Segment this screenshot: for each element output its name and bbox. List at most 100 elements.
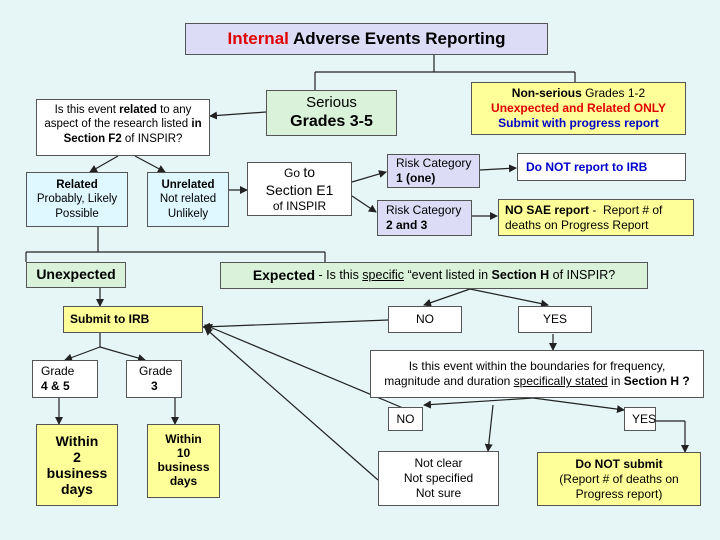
within10-line4: days [169, 473, 198, 488]
arrow [134, 155, 166, 173]
goto-to: to [303, 164, 316, 180]
goto-inspir: of INSPIR [272, 199, 327, 213]
risk2-value: 2 and 3 [386, 218, 428, 232]
risk1-value: 1 (one) [396, 171, 436, 185]
do-not-report-box: Do NOT report to IRB [517, 153, 686, 181]
related-question-box: Is this event related to any aspect of t… [36, 99, 210, 156]
boundaries-line1: Is this event within the boundaries for … [408, 359, 666, 373]
boundaries-question-box: Is this event within the boundaries for … [370, 350, 704, 398]
within-10-days-box: Within 10 business days [147, 424, 220, 498]
goto-pre: Go [283, 166, 304, 180]
risk1-label: Risk Category [396, 156, 472, 170]
unrelated-box: Unrelated Not related Unlikely [147, 172, 229, 227]
rq-post: of INSPIR? [121, 132, 183, 145]
submit-to-irb-label: Submit to IRB [70, 312, 150, 326]
unrelated-head: Unrelated [161, 178, 215, 191]
no-sae-bold: NO SAE report [505, 203, 590, 217]
expected-pre: Is this [326, 267, 363, 282]
title-accent: Internal [227, 29, 289, 49]
goto-line1: Go to [284, 164, 315, 182]
expected-mid: “event listed in [403, 267, 492, 282]
do-not-submit-line2: (Report # of deaths on [559, 471, 679, 486]
rq-bold2: in Section F2 [63, 118, 202, 145]
within10-line1: Within [165, 432, 202, 447]
related-box: Related Probably, Likely Possible [26, 172, 128, 227]
boundaries-pre2: magnitude and duration [384, 374, 514, 388]
within10-line3: business [157, 460, 210, 474]
boundaries-section: Section H [623, 374, 680, 388]
arrow [64, 346, 101, 362]
serious-box: Serious Grades 3-5 [266, 90, 397, 136]
expected-section: Section H [491, 267, 550, 282]
expected-specific: specific [362, 267, 404, 282]
expected-head: Expected [252, 266, 316, 283]
risk-category-2-box: Risk Category 2 and 3 [377, 200, 472, 236]
no-label-2: NO [396, 411, 415, 426]
page-title: Internal Adverse Events Reporting [185, 23, 548, 55]
unrelated-sub1: Not related [159, 193, 217, 206]
no-sae-rest: - Report # of deaths on Progress Report [505, 203, 666, 232]
do-not-report-label: Do NOT report to IRB [526, 159, 648, 174]
nonserious-unexpected: Unexpected and Related ONLY [491, 101, 666, 115]
yes-label-1: YES [542, 312, 567, 326]
yes-box-1: YES [518, 306, 592, 333]
do-not-submit-head: Do NOT submit [575, 456, 663, 471]
arrow [204, 327, 379, 481]
arrow [351, 195, 377, 213]
grade3-label: Grade [139, 364, 173, 378]
related-sub2: Possible [55, 207, 99, 220]
unexpected-label: Unexpected [36, 266, 116, 283]
rq-pre: Is this event [54, 104, 120, 116]
do-not-submit-box: Do NOT submit (Report # of deaths on Pro… [537, 452, 701, 506]
within2-line1: Within [55, 432, 99, 449]
no-box-2: NO [388, 407, 423, 431]
expected-dash: - [315, 267, 327, 282]
boundaries-specifically: specifically stated [513, 374, 608, 388]
boundaries-line2: magnitude and duration specifically stat… [384, 374, 690, 389]
nonserious-box: Non-serious Grades 1-2 Unexpected and Re… [471, 82, 686, 135]
not-clear-line2: Not specified [403, 471, 474, 485]
within10-line2: 10 [176, 446, 191, 461]
within2-line4: days [61, 481, 93, 498]
no-sae-report-box: NO SAE report - Report # of deaths on Pr… [498, 199, 694, 236]
not-clear-box: Not clear Not specified Not sure [378, 451, 499, 506]
nonserious-submit: Submit with progress report [498, 116, 659, 130]
arrow [209, 111, 267, 120]
grade-3-box: Grade 3 [126, 360, 182, 398]
arrow [202, 319, 389, 331]
no-box-1: NO [388, 306, 462, 333]
unexpected-box: Unexpected [26, 262, 126, 288]
within2-line3: business [46, 465, 108, 481]
within2-line2: 2 [73, 448, 81, 465]
arrow [469, 288, 549, 308]
arrow [99, 346, 146, 362]
grade3-value: 3 [151, 379, 158, 393]
arrow [423, 288, 471, 307]
yes-label-2: YES [632, 411, 657, 426]
goto-section: Section E1 [265, 181, 334, 198]
arrow [479, 164, 517, 173]
expected-box: Expected - Is this specific “event liste… [220, 262, 648, 289]
boundaries-mid2: in [607, 374, 624, 388]
nonserious-grades: Grades 1-2 [581, 86, 646, 100]
grade45-value: 4 & 5 [41, 379, 70, 393]
no-label-1: NO [416, 312, 434, 326]
serious-grades: Grades 3-5 [290, 113, 373, 131]
nonserious-bold: Non-serious [511, 86, 582, 100]
grade-4-5-box: Grade 4 & 5 [32, 360, 98, 398]
unrelated-sub2: Unlikely [167, 207, 209, 220]
rq-mid: to any aspect of the research listed [44, 104, 192, 131]
title-rest: Adverse Events Reporting [288, 29, 506, 49]
grade45-label: Grade [41, 364, 75, 378]
not-clear-line1: Not clear [414, 456, 463, 470]
expected-post: of INSPIR? [549, 267, 616, 282]
serious-label: Serious [306, 93, 357, 111]
arrow [484, 404, 494, 452]
arrow [89, 155, 119, 173]
within-2-days-box: Within 2 business days [36, 424, 118, 506]
do-not-submit-line3: Progress report) [575, 486, 663, 501]
risk-category-1-box: Risk Category 1 (one) [387, 154, 480, 188]
submit-to-irb-box: Submit to IRB [63, 306, 203, 333]
arrow [351, 170, 387, 183]
